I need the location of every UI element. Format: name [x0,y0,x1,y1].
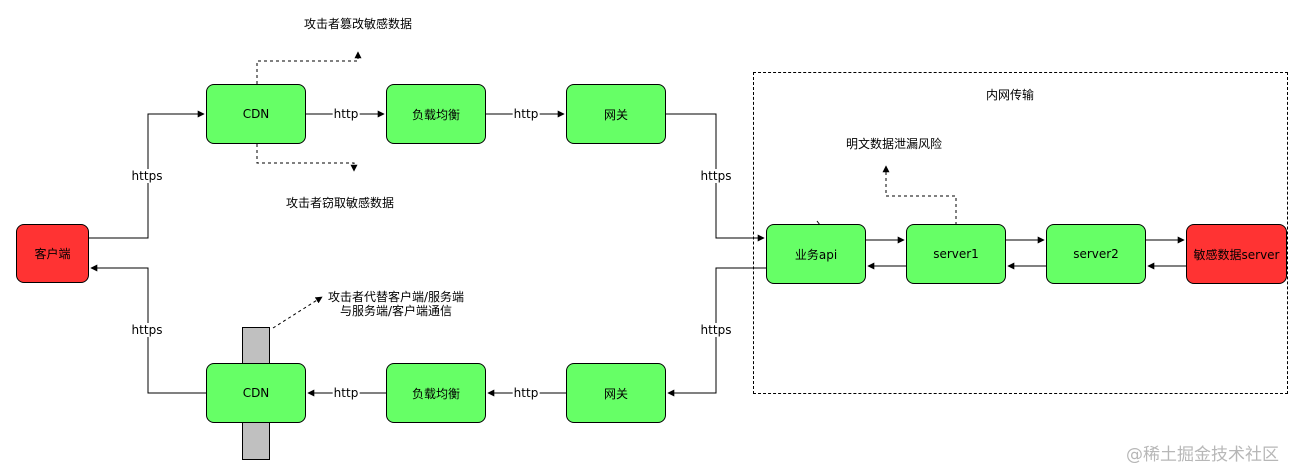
business-api-node[interactable]: 业务api [766,224,866,284]
cdn-bottom-node[interactable]: CDN [206,363,306,423]
annotation-impersonate-line1: 攻击者代替客户端/服务端 [328,290,465,304]
gateway-bottom-node[interactable]: 网关 [566,363,666,423]
server1-node[interactable]: server1 [906,224,1006,284]
load-balancer-bottom-node[interactable]: 负载均衡 [386,363,486,423]
load-balancer-top-node[interactable]: 负载均衡 [386,84,486,144]
edge-label-lb-to-gw-top: http [512,107,540,121]
sensitive-data-server-node[interactable]: 敏感数据server [1186,224,1287,284]
watermark: @稀土掘金技术社区 [1126,445,1279,465]
attack-impersonate-line [272,296,323,329]
attack-tamper-line [256,51,362,84]
edge-label-api-to-gw: https [699,323,733,337]
edge-label-cdn-to-lb-top: http [332,107,360,121]
edge-label-gw-to-lb-bottom: http [512,386,540,400]
attack-steal-line [256,144,358,172]
edge-label-gw-to-api: https [699,169,733,183]
annotation-impersonate-line2: 与服务端/客户端通信 [340,304,453,318]
internal-network-zone [753,72,1288,394]
edge-label-cdn-to-client: https [130,323,164,337]
annotation-steal: 攻击者窃取敏感数据 [285,196,396,210]
annotation-plaintext-leak: 明文数据泄漏风险 [845,137,944,151]
zone-label: 内网传输 [984,88,1036,102]
edge-label-client-to-cdn: https [130,169,164,183]
edge-label-lb-to-cdn-bottom: http [332,386,360,400]
client-node[interactable]: 客户端 [16,224,89,283]
annotation-impersonate: 攻击者代替客户端/服务端 与服务端/客户端通信 [327,290,466,318]
cdn-top-node[interactable]: CDN [206,84,306,144]
leak-risk-line [882,165,957,225]
annotation-tamper: 攻击者篡改敏感数据 [303,17,414,31]
gateway-top-node[interactable]: 网关 [566,84,666,144]
server2-node[interactable]: server2 [1046,224,1146,284]
